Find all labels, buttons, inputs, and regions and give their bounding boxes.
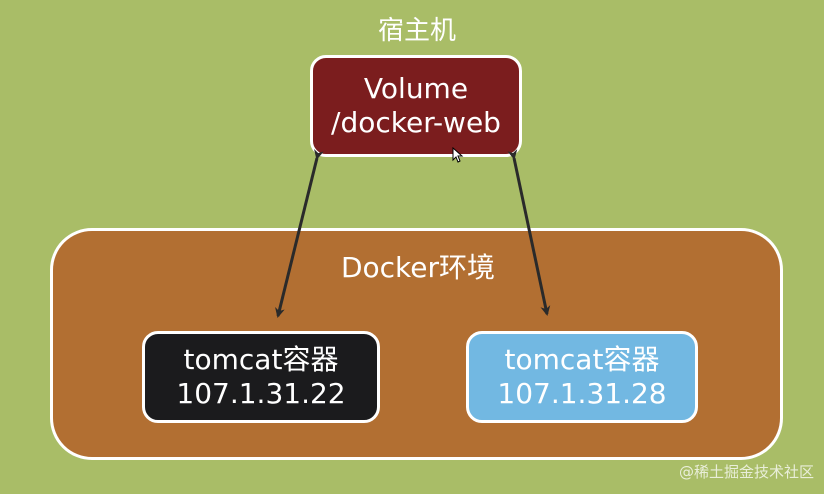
watermark: @稀土掘金技术社区 — [678, 463, 814, 481]
docker-environment-label: Docker环境 — [340, 251, 496, 284]
container-1-ip: 107.1.31.22 — [176, 377, 346, 410]
tomcat-container-2: tomcat容器 107.1.31.28 — [466, 331, 698, 423]
volume-path: /docker-web — [331, 106, 501, 139]
container-2-name: tomcat容器 — [504, 343, 660, 376]
container-2-ip: 107.1.31.28 — [497, 377, 667, 410]
volume-title: Volume — [363, 72, 469, 105]
mouse-pointer-icon — [452, 147, 464, 163]
container-1-name: tomcat容器 — [183, 343, 339, 376]
volume-box: Volume /docker-web — [310, 55, 522, 157]
tomcat-container-1: tomcat容器 107.1.31.22 — [142, 331, 380, 423]
host-machine-label: 宿主机 — [377, 16, 456, 46]
